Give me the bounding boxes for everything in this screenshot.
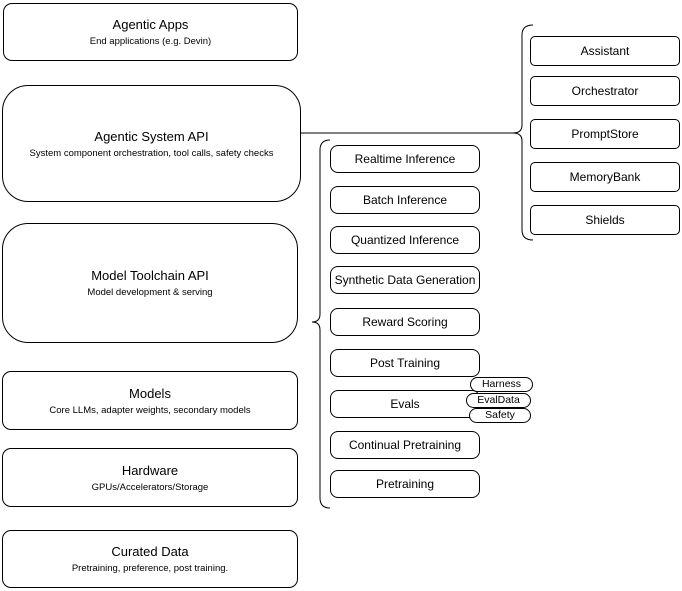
node-subtitle: Model development & serving	[87, 287, 213, 298]
node-title: Curated Data	[111, 544, 189, 559]
node-subtitle: GPUs/Accelerators/Storage	[91, 481, 209, 493]
node-agentic-system-api: Agentic System API System component orch…	[2, 85, 301, 202]
node-continual-pretraining: Continual Pretraining	[330, 431, 480, 459]
node-subtitle: End applications (e.g. Devin)	[89, 36, 212, 47]
node-pretraining: Pretraining	[330, 470, 480, 498]
node-subtitle: Core LLMs, adapter weights, secondary mo…	[49, 404, 251, 416]
node-agentic-apps: Agentic Apps End applications (e.g. Devi…	[3, 3, 298, 61]
node-post-training: Post Training	[330, 349, 480, 377]
tag-safety: Safety	[469, 408, 531, 423]
node-title: Model Toolchain API	[91, 268, 209, 283]
node-title: Hardware	[121, 462, 179, 478]
node-model-toolchain-api: Model Toolchain API Model development & …	[2, 223, 298, 343]
node-evals: Evals	[330, 390, 480, 418]
node-title: Models	[129, 385, 171, 401]
node-promptstore: PromptStore	[530, 119, 680, 149]
toolchain-group-brace	[311, 139, 331, 509]
node-title: Agentic System API	[94, 128, 209, 144]
node-hardware: Hardware GPUs/Accelerators/Storage	[2, 448, 298, 507]
node-realtime-inference: Realtime Inference	[330, 145, 480, 173]
node-quantized-inference: Quantized Inference	[330, 226, 480, 254]
node-curated-data: Curated Data Pretraining, preference, po…	[2, 530, 298, 588]
node-synthetic-data-generation: Synthetic Data Generation	[330, 266, 480, 294]
node-reward-scoring: Reward Scoring	[330, 308, 480, 336]
tag-evaldata: EvalData	[466, 393, 531, 408]
node-batch-inference: Batch Inference	[330, 186, 480, 214]
node-subtitle: Pretraining, preference, post training.	[71, 563, 229, 574]
node-memorybank: MemoryBank	[530, 162, 680, 192]
node-shields: Shields	[530, 205, 680, 235]
node-subtitle: System component orchestration, tool cal…	[29, 147, 274, 159]
node-models: Models Core LLMs, adapter weights, secon…	[2, 371, 298, 430]
node-title: Agentic Apps	[112, 17, 189, 32]
tag-harness: Harness	[470, 377, 533, 392]
node-assistant: Assistant	[530, 36, 680, 66]
node-orchestrator: Orchestrator	[530, 76, 680, 106]
